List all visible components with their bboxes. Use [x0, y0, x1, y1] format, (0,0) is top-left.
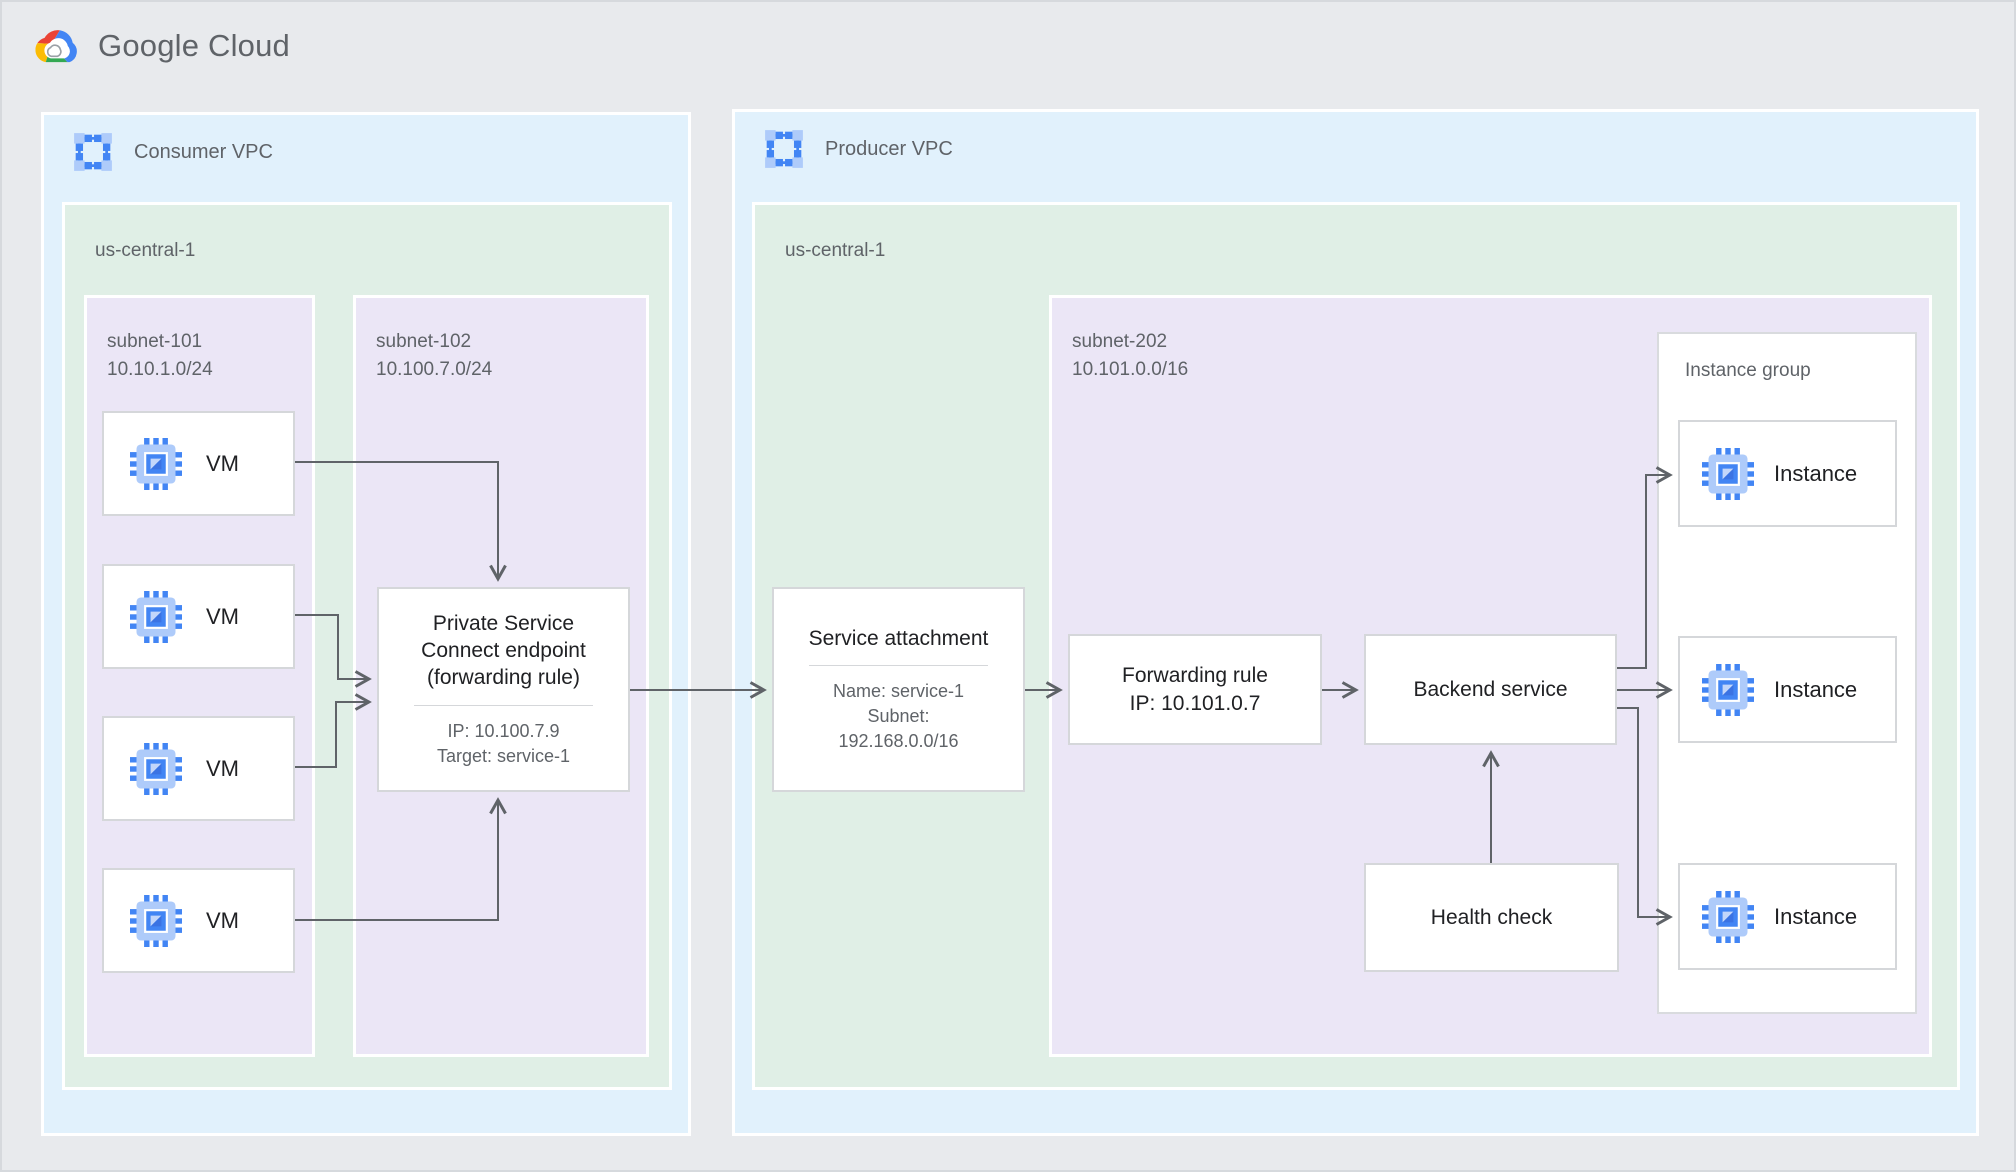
health-check-title: Health check — [1430, 905, 1553, 929]
forwarding-rule-node: Forwarding rule IP: 10.101.0.7 — [1068, 634, 1322, 745]
compute-engine-icon — [130, 894, 182, 947]
vm-label: VM — [206, 907, 239, 933]
psc-endpoint-title: Private Service Connect endpoint (forwar… — [421, 611, 586, 690]
vm-node-3: VM — [102, 716, 295, 821]
service-attachment-name: Name: service-1 — [832, 680, 965, 701]
compute-engine-icon — [1702, 663, 1754, 716]
producer-region-label: us-central-1 — [785, 240, 886, 261]
service-attachment-title: Service attachment — [808, 626, 989, 650]
consumer-vpc-label: Consumer VPC — [134, 140, 273, 163]
vm-label: VM — [206, 755, 239, 781]
instance-label: Instance — [1774, 460, 1858, 486]
google-cloud-logo: Google Cloud — [30, 24, 290, 68]
forwarding-rule-ip: IP: 10.101.0.7 — [1129, 691, 1261, 715]
vm-label: VM — [206, 603, 239, 629]
instance-node-2: Instance — [1678, 636, 1897, 743]
instance-node-3: Instance — [1678, 863, 1897, 970]
service-attachment-node: Service attachment Name: service-1 Subne… — [772, 587, 1025, 792]
subnet-202-name: subnet-202 — [1072, 331, 1168, 352]
psc-endpoint-ip: IP: 10.100.7.9 — [447, 720, 560, 741]
divider — [414, 704, 593, 706]
google-cloud-icon — [35, 30, 77, 63]
service-attachment-subnet-value: 192.168.0.0/16 — [838, 731, 959, 752]
compute-engine-icon — [130, 590, 182, 643]
instance-node-1: Instance — [1678, 420, 1897, 527]
health-check-node: Health check — [1364, 863, 1619, 972]
subnet-101-label: subnet-101 10.10.1.0/24 — [107, 328, 213, 383]
instance-label: Instance — [1774, 903, 1858, 929]
vpc-network-icon — [765, 130, 803, 168]
subnet-102-name: subnet-102 — [376, 331, 472, 352]
subnet-101-name: subnet-101 — [107, 331, 203, 352]
psc-endpoint-node: Private Service Connect endpoint (forwar… — [377, 587, 630, 792]
subnet-102-label: subnet-102 10.100.7.0/24 — [376, 328, 492, 383]
psc-endpoint-target: Target: service-1 — [436, 745, 571, 766]
instance-label: Instance — [1774, 676, 1858, 702]
compute-engine-icon — [1702, 447, 1754, 500]
vm-node-4: VM — [102, 868, 295, 973]
vpc-network-icon — [74, 133, 112, 171]
producer-vpc-label: Producer VPC — [825, 137, 953, 160]
subnet-202-cidr: 10.101.0.0/16 — [1072, 358, 1189, 380]
instance-group-label: Instance group — [1685, 360, 1811, 381]
vm-node-2: VM — [102, 564, 295, 669]
backend-service-title: Backend service — [1413, 677, 1568, 701]
compute-engine-icon — [130, 742, 182, 795]
subnet-101-cidr: 10.10.1.0/24 — [107, 358, 213, 380]
forwarding-rule-title: Forwarding rule — [1122, 664, 1268, 688]
vm-node-1: VM — [102, 411, 295, 516]
divider — [809, 664, 988, 666]
vm-label: VM — [206, 450, 239, 476]
subnet-202-label: subnet-202 10.101.0.0/16 — [1072, 328, 1188, 383]
consumer-region-label: us-central-1 — [95, 240, 196, 261]
google-cloud-wordmark: Google Cloud — [98, 28, 290, 63]
backend-service-node: Backend service — [1364, 634, 1617, 745]
subnet-102-cidr: 10.100.7.0/24 — [376, 358, 493, 380]
compute-engine-icon — [130, 437, 182, 490]
service-attachment-subnet-label: Subnet: — [867, 706, 930, 727]
compute-engine-icon — [1702, 890, 1754, 943]
